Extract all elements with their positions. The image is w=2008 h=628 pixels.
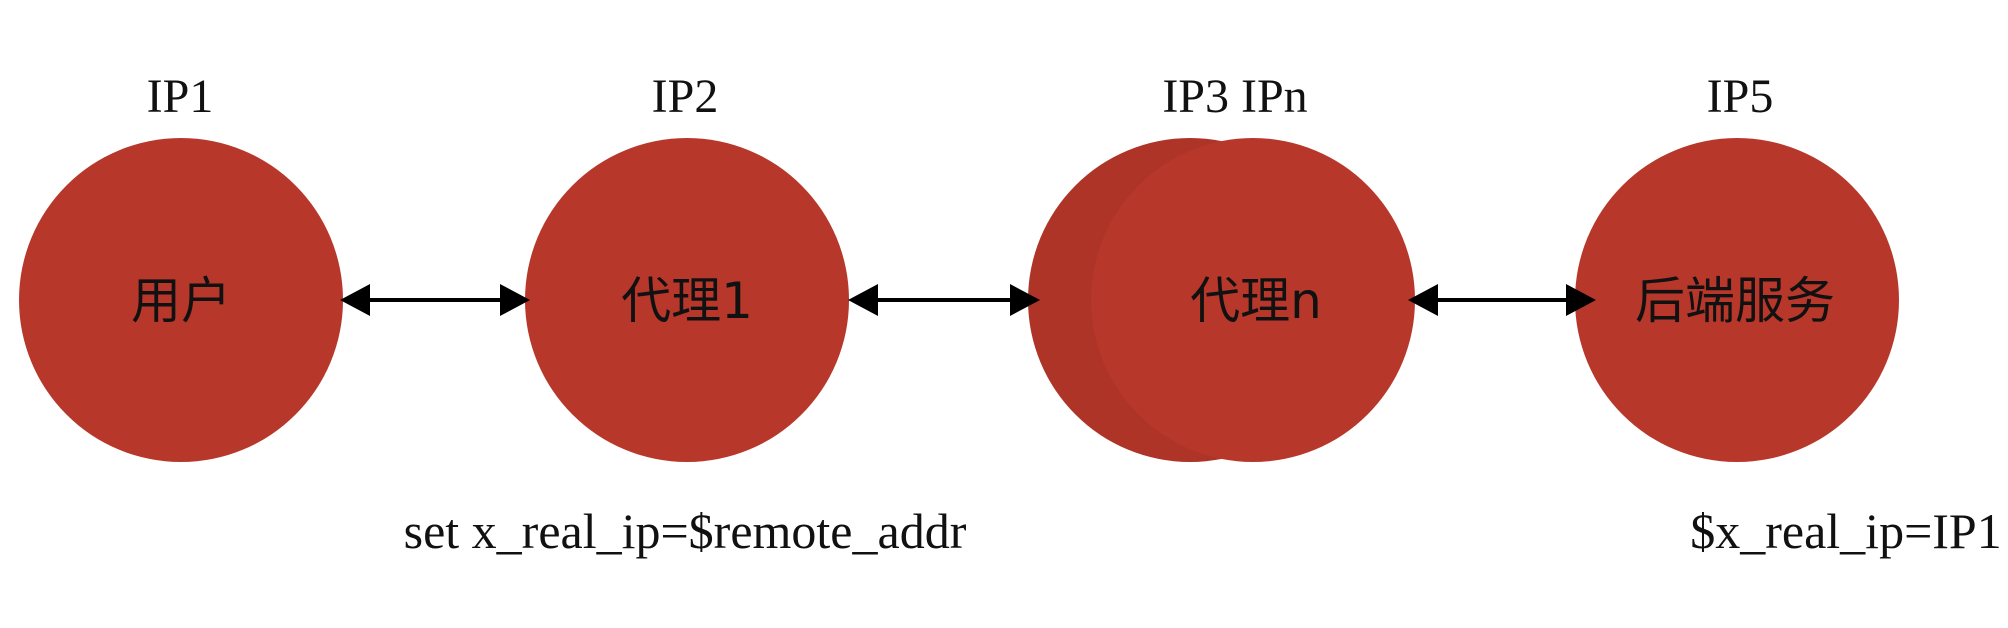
ip-label-backend: IP5 bbox=[1707, 70, 1774, 123]
user-node bbox=[19, 138, 343, 462]
arrow-head-left bbox=[340, 284, 370, 316]
arrow-head-right bbox=[500, 284, 530, 316]
backend-node bbox=[1575, 138, 1899, 462]
proxy1-node-label: 代理1 bbox=[621, 272, 753, 330]
arrow-head-left bbox=[1408, 284, 1438, 316]
proxyn-node-label: 代理n bbox=[1190, 272, 1322, 330]
arrow-head-right bbox=[1010, 284, 1040, 316]
arrow-proxy1-proxyn bbox=[848, 284, 1040, 316]
ip-label-user: IP1 bbox=[147, 70, 214, 123]
backend-note: $x_real_ip=IP1 bbox=[1690, 503, 2001, 559]
arrow-user-proxy1 bbox=[340, 284, 530, 316]
proxy1-node bbox=[525, 138, 849, 462]
proxyn-node bbox=[1091, 138, 1415, 462]
arrow-proxyn-backend bbox=[1408, 284, 1596, 316]
arrow-head-left bbox=[848, 284, 878, 316]
user-node-label: 用户 bbox=[131, 272, 231, 330]
ip-label-proxyn: IP3 IPn bbox=[1162, 70, 1307, 123]
proxy1-note: set x_real_ip=$remote_addr bbox=[404, 503, 967, 559]
arrow-head-right bbox=[1566, 284, 1596, 316]
ip-label-proxy1: IP2 bbox=[652, 70, 719, 123]
backend-node-label: 后端服务 bbox=[1635, 272, 1835, 330]
